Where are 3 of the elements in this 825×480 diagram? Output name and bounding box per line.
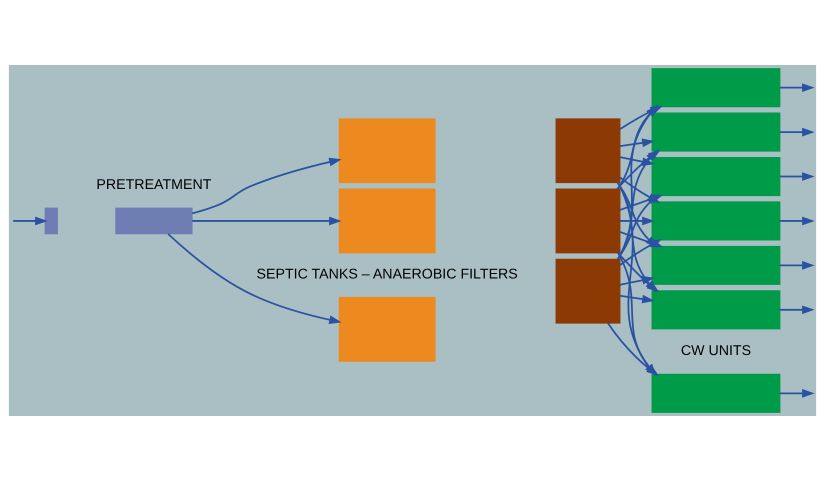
- label: PRETREATMENT: [96, 176, 212, 192]
- label: CW UNITS: [680, 342, 752, 358]
- label: SEPTIC TANKS – ANAEROBIC FILTERS: [256, 266, 518, 282]
